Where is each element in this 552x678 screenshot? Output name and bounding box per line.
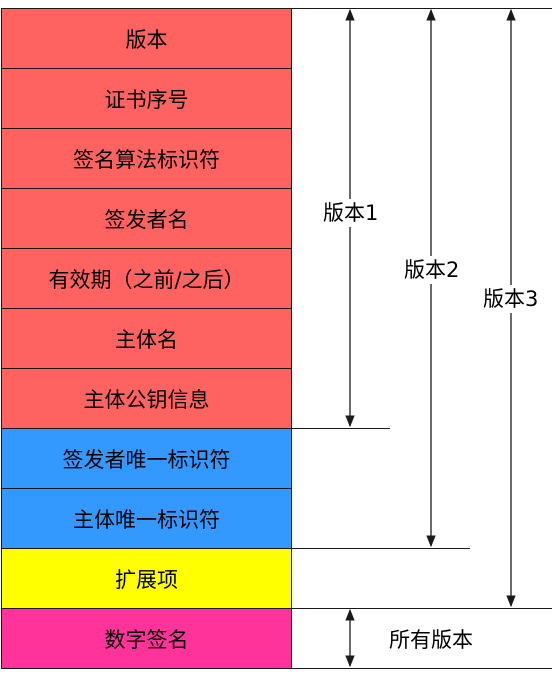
field-issuer-unique-id: 签发者唯一标识符 [1, 428, 292, 489]
field-label: 数字签名 [104, 627, 189, 652]
field-subject-unique-id: 主体唯一标识符 [1, 488, 292, 549]
field-signature-algorithm-id: 签名算法标识符 [1, 128, 292, 189]
field-label: 证书序号 [104, 87, 189, 112]
field-label: 主体名 [115, 327, 178, 352]
field-version: 版本 [1, 8, 292, 69]
field-label: 签发者名 [104, 207, 189, 232]
field-label: 主体唯一标识符 [73, 507, 220, 532]
field-subject-public-key-info: 主体公钥信息 [1, 368, 292, 429]
version-2-label: 版本2 [403, 256, 461, 284]
field-label: 签名算法标识符 [73, 147, 220, 172]
version-3-label: 版本3 [482, 285, 540, 313]
field-validity: 有效期（之前/之后） [1, 248, 292, 309]
field-extensions: 扩展项 [1, 548, 292, 609]
all-versions-label: 所有版本 [388, 626, 474, 654]
field-label: 主体公钥信息 [83, 387, 210, 412]
field-label: 扩展项 [115, 567, 178, 592]
field-subject-name: 主体名 [1, 308, 292, 369]
field-digital-signature: 数字签名 [1, 608, 292, 669]
field-issuer-name: 签发者名 [1, 188, 292, 249]
field-label: 版本 [125, 27, 168, 52]
field-label: 有效期（之前/之后） [48, 267, 245, 292]
version-1-label: 版本1 [322, 199, 380, 227]
field-label: 签发者唯一标识符 [62, 447, 231, 472]
